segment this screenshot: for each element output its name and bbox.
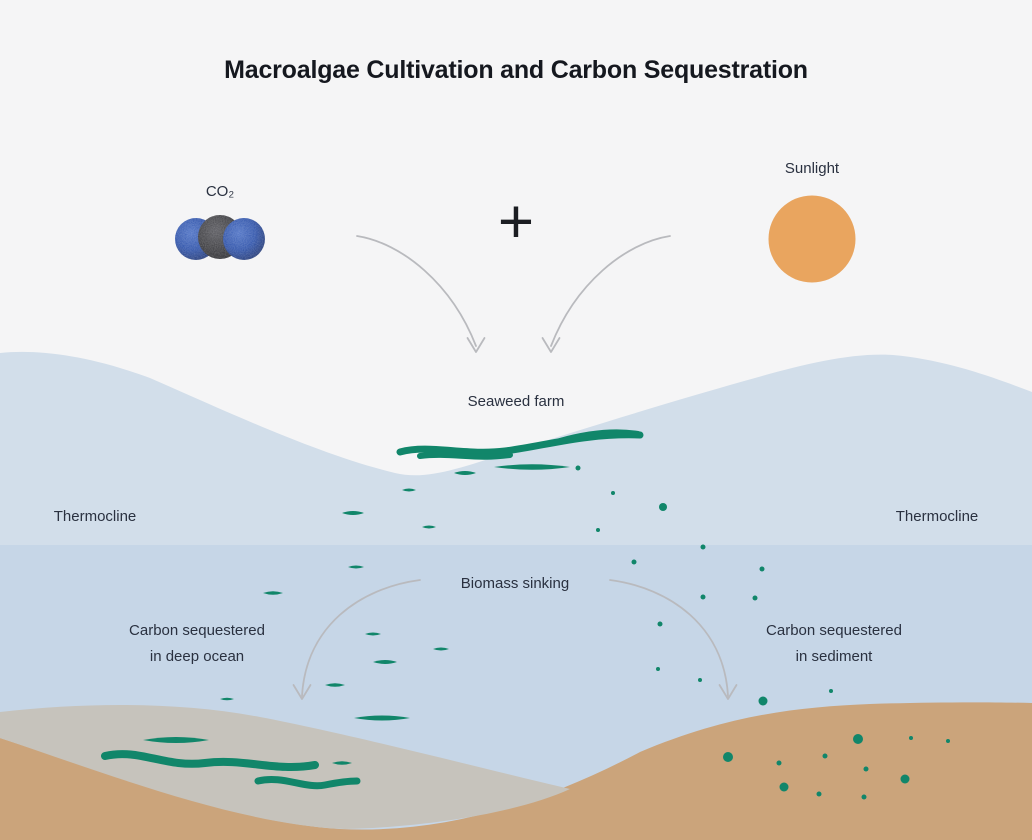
carbon-deep-ocean-label: Carbon sequestered in deep ocean [87,618,307,670]
sunlight-label: Sunlight [784,160,840,177]
thermocline-label-right: Thermocline [895,508,979,525]
seaweed-farm-shape [396,429,644,460]
sun-icon [768,195,856,283]
carbon-sediment-line2: in sediment [795,648,873,665]
carbon-sediment-label: Carbon sequestered in sediment [724,618,944,670]
carbon-sediment-line1: Carbon sequestered [766,622,902,639]
carbon-particles [575,465,950,800]
biomass-to-deep-ocean-arrow [292,579,421,700]
co2-label: CO₂ [205,183,235,200]
carbon-deep-ocean-line2: in deep ocean [149,648,245,665]
flow-arrows [292,235,738,700]
co2-to-farm-arrow [356,235,486,353]
co2-molecule-icon [175,215,265,260]
seaweed-farm-label: Seaweed farm [467,393,565,410]
seaweed-fragment [494,464,570,470]
biomass-sinking-label: Biomass sinking [460,575,570,592]
seaweed-fragment [454,471,476,475]
sediment-tan-layer [0,702,1032,840]
carbon-deep-ocean-line1: Carbon sequestered [129,622,265,639]
plus-icon: + [497,187,535,257]
biomass-to-sediment-arrow [609,579,738,700]
deep-ocean-deposits [101,737,361,790]
sinking-biomass-leaves [220,488,449,721]
diagram-title: Macroalgae Cultivation and Carbon Seques… [224,56,808,84]
sunlight-to-farm-arrow [541,235,671,353]
seaweed-shapes [101,429,950,800]
thermocline-label-left: Thermocline [53,508,137,525]
